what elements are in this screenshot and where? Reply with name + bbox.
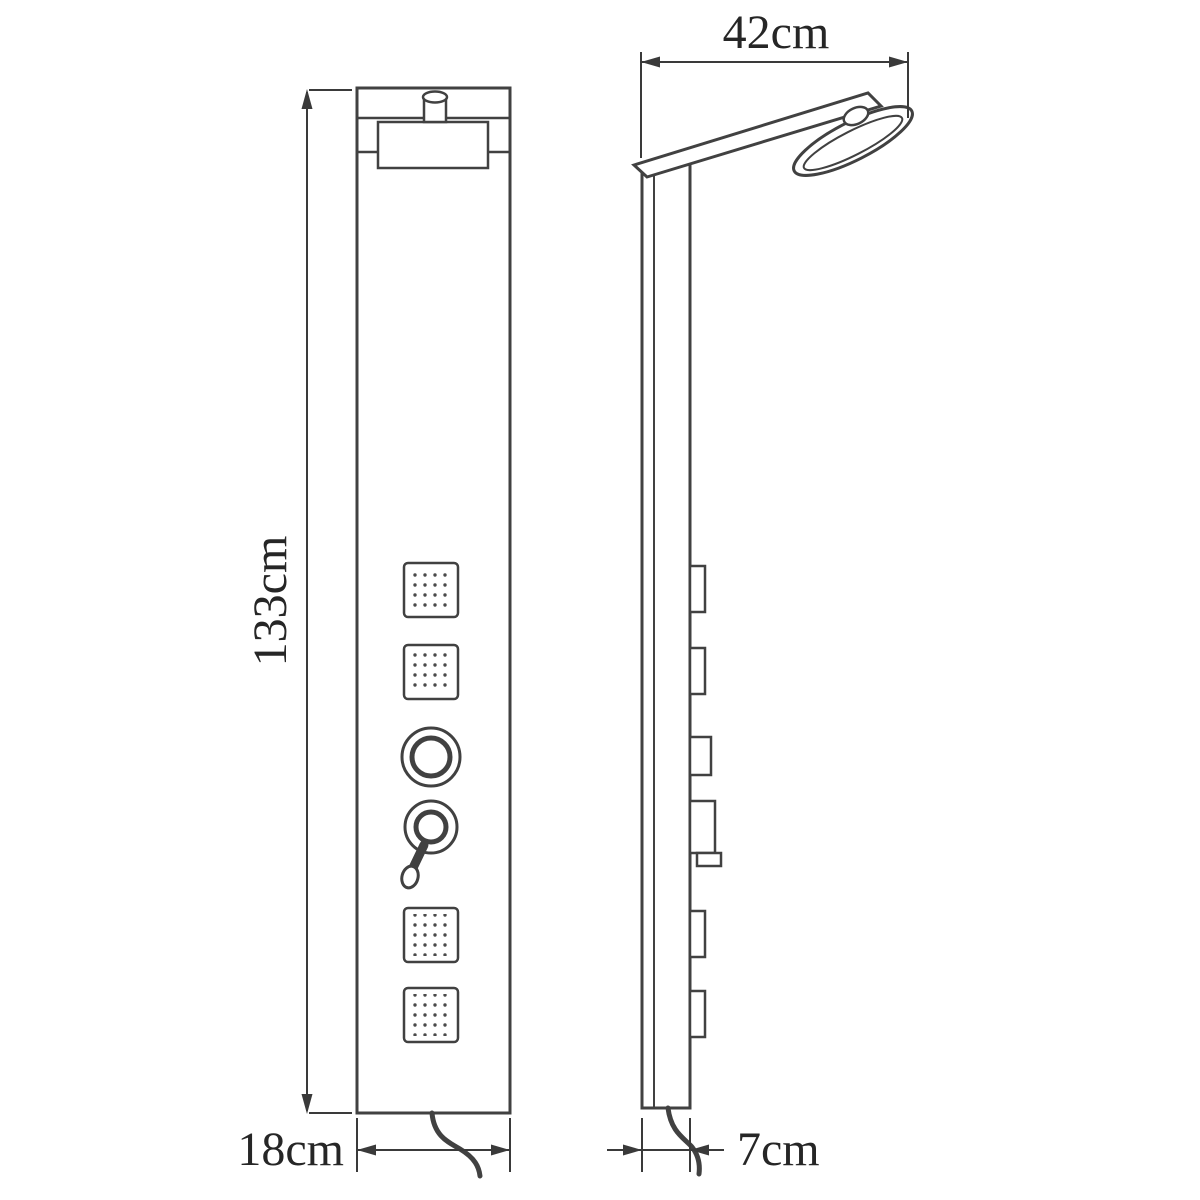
jet-side-profile-4 xyxy=(688,989,707,1039)
head-housing xyxy=(376,120,490,170)
lever-handle-tip xyxy=(400,864,420,890)
lever-side-profile xyxy=(695,851,723,868)
control-knob-side-profile xyxy=(688,735,713,777)
massage-jet-2 xyxy=(402,643,460,701)
jet-side-profile-3 xyxy=(688,909,707,959)
height-dimension: 133cm xyxy=(244,89,352,1114)
massage-jet-1 xyxy=(402,561,460,619)
diverter-side-profile xyxy=(688,799,717,855)
massage-jet-3 xyxy=(402,906,460,964)
top-depth-dimension-label: 42cm xyxy=(723,6,830,59)
shower-hose-side xyxy=(665,1105,702,1177)
shower-arm xyxy=(631,91,884,179)
head-knob-cap xyxy=(421,90,449,104)
overhead-shower-head xyxy=(792,105,914,177)
panel-depth-dimension: 7cm xyxy=(607,1118,820,1176)
width-dimension-label: 18cm xyxy=(237,1123,344,1176)
shower-head-connector xyxy=(842,105,870,127)
width-dimension: 18cm xyxy=(237,1118,511,1176)
temperature-control-knob xyxy=(400,726,462,788)
shower-hose-front xyxy=(429,1110,483,1179)
side-view: 42cm 7cm xyxy=(607,6,914,1177)
front-view: 133cm 18cm xyxy=(237,86,512,1179)
jet-side-profile-2 xyxy=(688,646,707,696)
panel-depth-dimension-label: 7cm xyxy=(737,1123,820,1176)
top-depth-dimension: 42cm xyxy=(640,6,909,158)
height-dimension-label: 133cm xyxy=(244,536,297,667)
diverter-lever-knob xyxy=(400,799,459,890)
massage-jet-4 xyxy=(402,986,460,1044)
jet-side-profile-1 xyxy=(688,564,707,614)
panel-side-profile xyxy=(640,161,692,1110)
